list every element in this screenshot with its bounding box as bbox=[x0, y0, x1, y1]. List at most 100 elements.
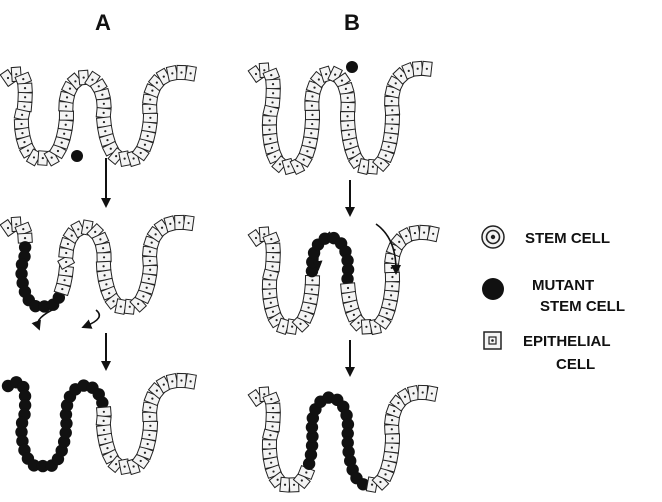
mutant-cell bbox=[15, 258, 29, 271]
mutant-cell bbox=[60, 417, 73, 430]
epithelial-cell bbox=[294, 151, 313, 168]
spread-arrow-a-right bbox=[81, 309, 101, 329]
epithelial-cell bbox=[339, 92, 356, 104]
mutant-stem-cell-icon bbox=[482, 278, 504, 300]
mutant-cell bbox=[305, 439, 319, 452]
mutant-stem-cell bbox=[346, 61, 358, 73]
panel-label-b: B bbox=[344, 10, 360, 35]
mutant-cell bbox=[18, 389, 32, 403]
epithelial-cell bbox=[425, 385, 439, 402]
mutant-cell bbox=[18, 399, 32, 412]
mutant-cell bbox=[52, 291, 66, 304]
epithelial-cell bbox=[57, 118, 74, 131]
stage-arrows bbox=[101, 158, 355, 377]
legend-stem-cell-label: STEM CELL bbox=[525, 230, 610, 247]
epithelial-cell bbox=[261, 115, 278, 127]
crypt-a-stage3 bbox=[1, 372, 197, 476]
epithelial-cell bbox=[265, 87, 281, 99]
spread-arrow-b-right bbox=[375, 223, 401, 275]
stem-cell-icon bbox=[481, 225, 505, 249]
epithelial-cell bbox=[418, 224, 430, 241]
epithelial-cell bbox=[184, 65, 197, 82]
epithelial-cell bbox=[420, 60, 433, 77]
epithelial-cell bbox=[142, 103, 158, 115]
spread-arrow-a-left bbox=[31, 307, 57, 331]
panel-label-a: A bbox=[95, 10, 111, 35]
epithelial-cell bbox=[265, 411, 281, 423]
mutant-cell bbox=[59, 426, 72, 439]
mutant-cell bbox=[305, 421, 319, 434]
epithelial-cell bbox=[267, 311, 286, 329]
mutant-cell bbox=[96, 396, 109, 409]
epithelial-cell bbox=[265, 78, 281, 90]
epithelial-cell bbox=[264, 260, 281, 273]
epithelial-cell bbox=[261, 279, 278, 290]
mutant-cell bbox=[15, 425, 28, 439]
epithelial-cell bbox=[58, 110, 74, 121]
mutant-cell bbox=[341, 263, 355, 276]
legend-epithelial-line2: CELL bbox=[556, 356, 595, 373]
mutant-cell bbox=[341, 418, 355, 431]
mutant-cell bbox=[340, 409, 353, 422]
epithelial-cell bbox=[384, 271, 401, 283]
legend-mutant-line2: STEM CELL bbox=[540, 298, 625, 315]
crypt-a-stage1 bbox=[0, 64, 197, 168]
crypt-b-stage1 bbox=[247, 60, 433, 176]
epithelial-cell-icon bbox=[483, 331, 502, 350]
epithelial-cell bbox=[426, 225, 440, 243]
legend-mutant-line1: MUTANT bbox=[532, 277, 594, 294]
mutant-cell bbox=[304, 448, 318, 461]
epithelial-cell bbox=[384, 114, 401, 125]
epithelial-cell bbox=[265, 402, 281, 414]
epithelial-cell bbox=[340, 101, 356, 113]
epithelial-cell bbox=[383, 441, 400, 454]
mutant-cell bbox=[341, 272, 354, 286]
legend: STEM CELL MUTANT STEM CELL EPITHELIAL CE… bbox=[481, 225, 625, 373]
mutant-cell bbox=[29, 299, 42, 313]
epithelial-cell bbox=[142, 420, 159, 432]
epithelial-cell bbox=[265, 242, 281, 254]
epithelial-cell bbox=[383, 122, 400, 135]
epithelial-cell bbox=[340, 111, 356, 122]
mutant-cell bbox=[15, 267, 28, 280]
epithelial-cell bbox=[184, 373, 197, 390]
epithelial-cell bbox=[384, 104, 401, 117]
epithelial-cell bbox=[17, 82, 33, 94]
epithelial-cell bbox=[261, 439, 278, 450]
epithelial-cell bbox=[340, 128, 358, 141]
mutant-cell bbox=[341, 427, 354, 440]
spread-arrows bbox=[31, 223, 401, 331]
crypt-b-stage3 bbox=[247, 384, 439, 493]
mutant-cell bbox=[341, 254, 354, 267]
epithelial-cell bbox=[304, 109, 321, 121]
legend-epithelial-line1: EPITHELIAL bbox=[523, 333, 611, 350]
epithelial-cell bbox=[300, 300, 318, 315]
epithelial-cell bbox=[96, 252, 112, 263]
epithelial-cell bbox=[58, 247, 75, 259]
epithelial-cell bbox=[304, 100, 320, 111]
epithelial-cell bbox=[139, 129, 157, 143]
epithelial-cell bbox=[384, 280, 400, 292]
crypt-b-stage2 bbox=[247, 224, 440, 336]
mutant-cell bbox=[341, 436, 354, 449]
mutant-cell bbox=[59, 408, 73, 421]
epithelial-cell bbox=[174, 214, 185, 231]
epithelial-cell bbox=[264, 96, 281, 109]
mutant-cell bbox=[18, 241, 32, 254]
mutant-cell bbox=[36, 459, 50, 473]
mutant-cell bbox=[356, 478, 370, 491]
crypt-strips bbox=[0, 60, 440, 493]
epithelial-cell bbox=[265, 251, 281, 263]
mutant-cell bbox=[15, 416, 29, 430]
mutant-cell bbox=[306, 430, 319, 443]
epithelial-cell bbox=[17, 91, 33, 103]
spread-arrow-b-left bbox=[312, 231, 331, 271]
epithelial-cell bbox=[304, 118, 320, 130]
epithelial-cell bbox=[16, 100, 33, 113]
epithelial-cell bbox=[303, 283, 320, 296]
epithelial-cell bbox=[380, 458, 398, 473]
epithelial-cell bbox=[384, 433, 401, 444]
mutant-cell bbox=[27, 459, 41, 472]
